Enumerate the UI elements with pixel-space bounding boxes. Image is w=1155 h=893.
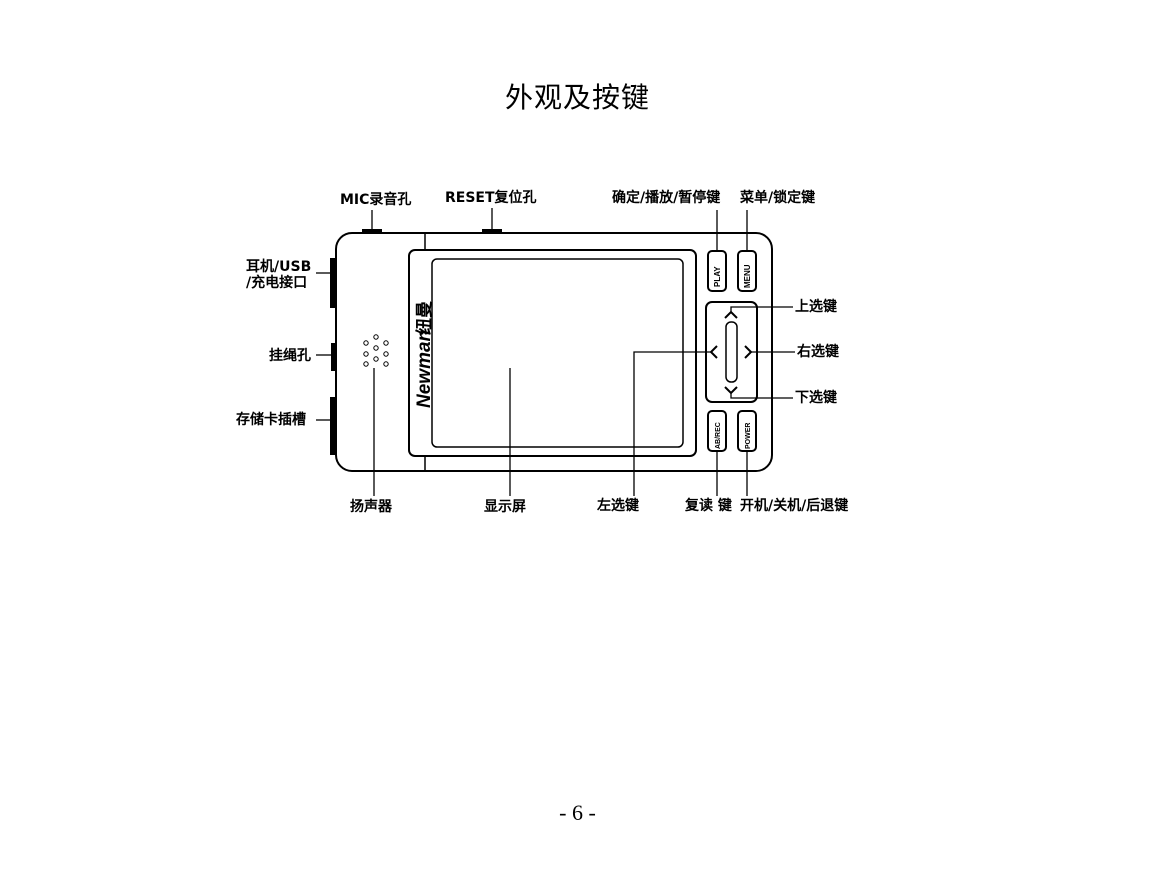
label-left-key: 左选键 bbox=[597, 498, 639, 514]
menu-button-label: MENU bbox=[743, 264, 752, 288]
label-reset: RESET复位孔 bbox=[445, 190, 537, 206]
play-button-label: PLAY bbox=[713, 266, 722, 287]
label-power-key: 开机/关机/后退键 bbox=[740, 498, 849, 514]
ab-rec-button-label: AB/REC bbox=[715, 422, 722, 449]
label-menu-key: 菜单/锁定键 bbox=[740, 190, 816, 206]
mic-hole bbox=[362, 229, 382, 234]
label-card-slot: 存储卡插槽 bbox=[236, 412, 306, 428]
nav-center-bar bbox=[725, 321, 738, 383]
label-repeat-key: 复读 键 bbox=[685, 498, 732, 514]
page-title: 外观及按键 bbox=[504, 81, 650, 114]
label-speaker: 扬声器 bbox=[350, 499, 392, 515]
leader-lines bbox=[316, 208, 795, 496]
speaker-grille bbox=[363, 334, 389, 367]
brand-logo-cn: 纽曼 bbox=[414, 301, 435, 335]
brand-logo: Newman bbox=[414, 330, 435, 408]
card-slot bbox=[330, 397, 337, 455]
label-play-key: 确定/播放/暂停键 bbox=[612, 190, 721, 206]
label-down-key: 下选键 bbox=[795, 390, 837, 406]
reset-hole bbox=[482, 229, 502, 234]
screen-display bbox=[431, 258, 684, 448]
page-number: - 6 - bbox=[559, 800, 596, 825]
label-mic: MIC录音孔 bbox=[340, 192, 412, 208]
label-lanyard: 挂绳孔 bbox=[269, 348, 311, 364]
label-screen: 显示屏 bbox=[484, 499, 526, 515]
label-right-key: 右选键 bbox=[797, 344, 839, 360]
label-earphone-line1: 耳机/USB bbox=[246, 259, 312, 275]
earphone-usb-port bbox=[330, 258, 337, 308]
label-up-key: 上选键 bbox=[795, 299, 837, 315]
power-button-label: POWER bbox=[745, 423, 752, 449]
lanyard-hole bbox=[331, 343, 337, 371]
label-earphone-line2: /充电接口 bbox=[246, 275, 308, 291]
